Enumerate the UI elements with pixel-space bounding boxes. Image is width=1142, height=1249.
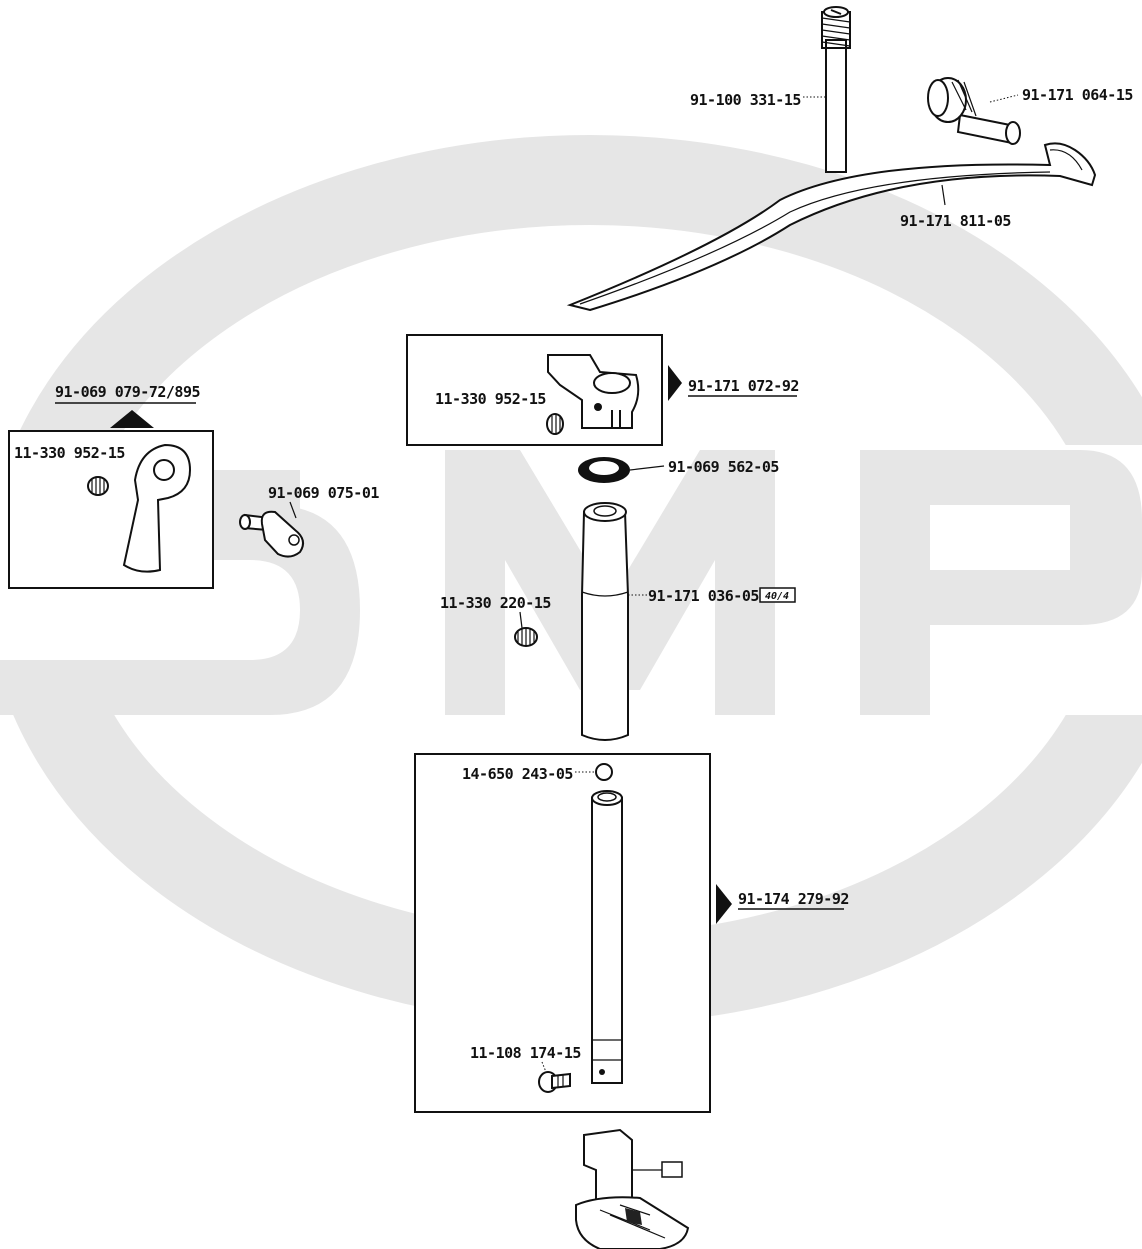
label-top-group-ref: 91-171 072-92 [688,377,799,395]
arrow-bottom-group [716,884,732,924]
label-left-group-ref: 91-069 079-72/895 [55,383,200,401]
label-screw-rod: 91-100 331-15 [690,91,801,109]
label-ball: 14-650 243-05 [462,765,573,783]
label-washer: 91-069 562-05 [668,458,779,476]
set-screw-part [514,627,538,647]
washer-part [578,457,630,483]
blank-reference-box [661,1161,683,1178]
plunger-part [927,77,1021,145]
arrow-top-group [668,365,682,401]
label-crank-pin: 91-069 075-01 [268,484,379,502]
label-bar-screw: 11-108 174-15 [470,1044,581,1062]
label-bottom-group-ref: 91-174 279-92 [738,890,849,908]
label-set-screw: 11-330 220-15 [440,594,551,612]
presser-foot-part [575,1128,690,1249]
arrow-left-group [110,410,154,428]
threaded-rod [821,6,851,173]
curved-lever [566,142,1097,312]
crank-pin-part [239,510,305,558]
label-top-group-screw: 11-330 952-15 [435,390,546,408]
bushing-badge: 40/4 [765,591,789,602]
label-plunger: 91-171 064-15 [1022,86,1133,104]
label-bushing: 91-171 036-05 [648,587,759,605]
group-box-top [406,334,663,446]
bushing-part [581,502,629,741]
group-box-left [8,430,214,589]
group-box-bottom [414,753,711,1113]
label-left-group-screw: 11-330 952-15 [14,444,125,462]
label-lever-arm: 91-171 811-05 [900,212,1011,230]
